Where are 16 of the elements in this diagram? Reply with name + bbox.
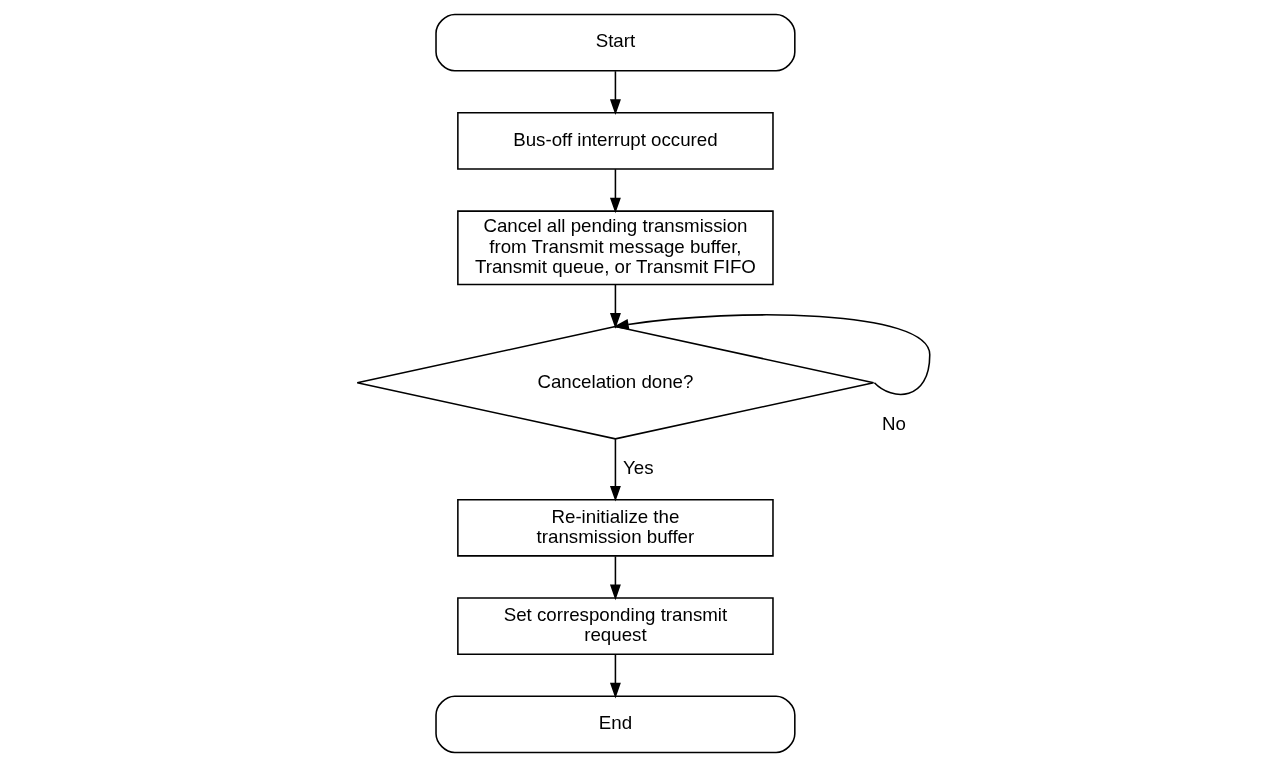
node-diamond: Cancelation done? [356, 325, 875, 440]
node-box: Set corresponding transmit request [457, 597, 774, 655]
arrow [609, 70, 621, 115]
node-box: Cancel all pending transmission from Transmit message buffer, Transmit queue, or Transmit FIFO [457, 210, 774, 286]
node-box: End [435, 695, 796, 754]
arrow [609, 438, 621, 502]
arrow [613, 314, 931, 396]
node-box: Bus-off interrupt occured [457, 112, 774, 170]
node-box: Re-initialize the transmission buffer [457, 498, 774, 557]
arrow [609, 555, 621, 601]
arrow [609, 168, 621, 214]
edge-label: Yes [623, 457, 654, 479]
arrow [609, 653, 621, 699]
node-box: Start [435, 13, 796, 72]
arrow [609, 283, 621, 329]
edge-label: No [881, 413, 906, 435]
